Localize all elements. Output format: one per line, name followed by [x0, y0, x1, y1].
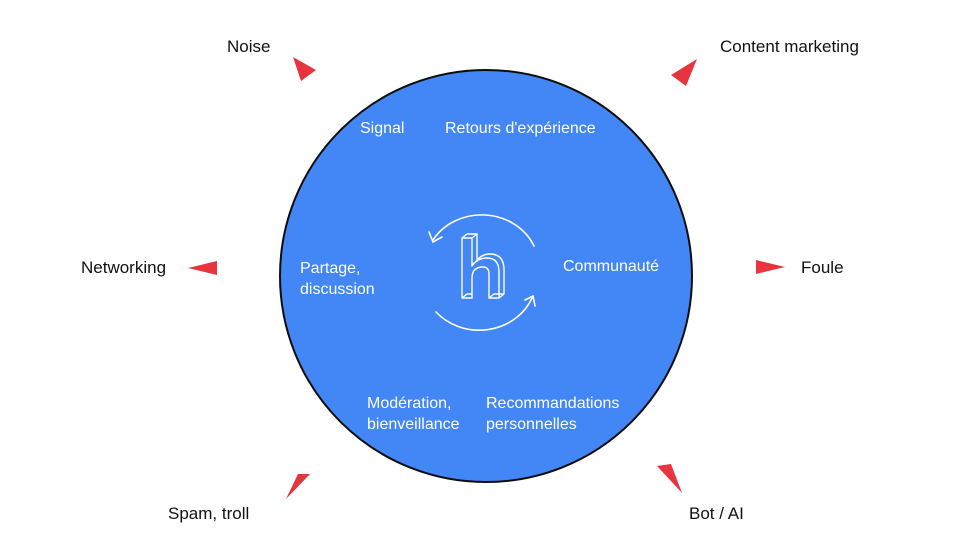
arrow-foule-icon [756, 260, 785, 274]
label-signal: Signal [360, 120, 405, 137]
label-partage-discussion: Partage, discussion [300, 260, 375, 298]
label-recommandations-personnelles: Recommandations personnelles [486, 395, 620, 433]
label-noise: Noise [227, 37, 271, 56]
arrow-content-marketing-icon [671, 59, 697, 86]
circular-arrows-icon [428, 214, 536, 331]
label-communaute: Communauté [563, 258, 660, 275]
label-moderation-bienveillance: Modération, bienveillance [367, 395, 460, 433]
label-bot-ai: Bot / AI [689, 504, 744, 523]
label-spam-troll: Spam, troll [168, 504, 250, 523]
label-foule: Foule [801, 258, 844, 277]
arrow-networking-icon [188, 261, 217, 275]
arrow-bot-icon [657, 464, 682, 493]
label-retours-experience: Retours d'expérience [445, 120, 596, 137]
central-circle [279, 69, 693, 483]
label-networking: Networking [81, 258, 167, 277]
arrow-spam-icon [286, 474, 310, 499]
h-letter-logo-icon [461, 233, 505, 299]
arrow-noise-icon [293, 57, 316, 81]
label-content-marketing: Content marketing [720, 37, 859, 56]
